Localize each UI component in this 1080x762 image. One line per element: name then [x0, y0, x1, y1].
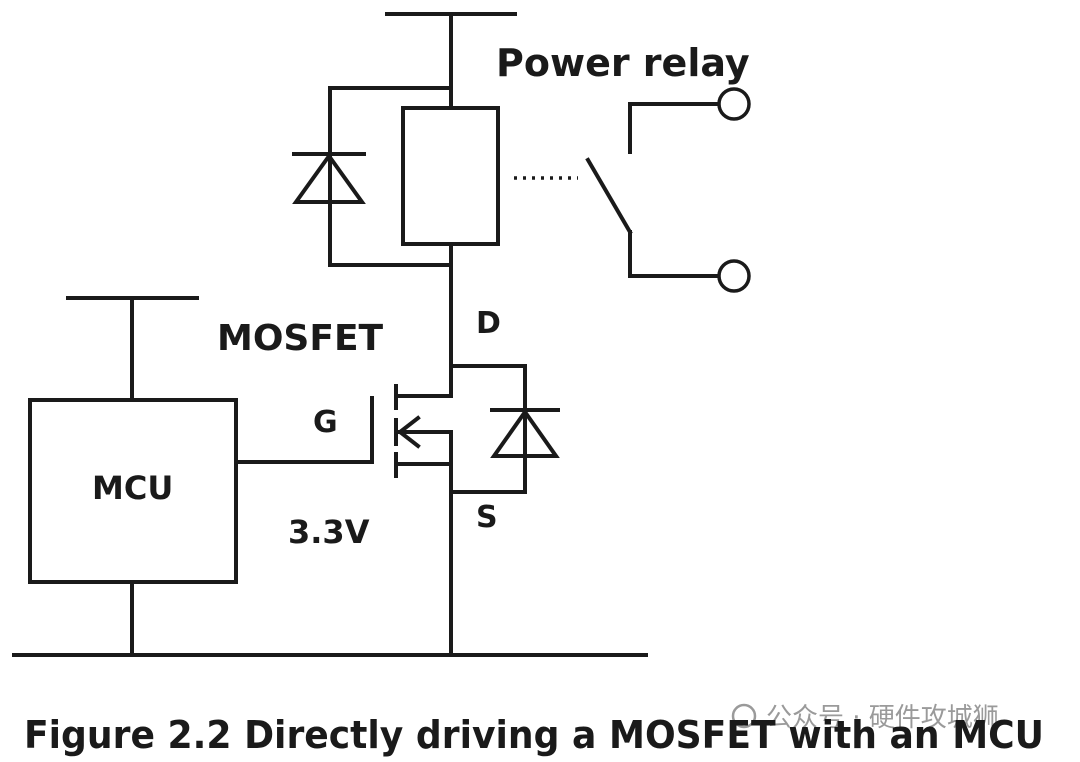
watermark-text: 公众号 · 硬件攻城狮 — [766, 703, 999, 733]
relay-contact-lower — [628, 230, 720, 278]
relay-terminal-lower — [717, 259, 751, 293]
relay-terminal-upper — [717, 87, 751, 121]
flyback-diode-triangle — [292, 152, 366, 204]
mcu-label: MCU — [92, 469, 173, 507]
source-label: S — [476, 500, 498, 535]
relay-contact-upper — [628, 102, 720, 154]
voltage-label: 3.3V — [288, 513, 370, 551]
relay-coil — [401, 106, 500, 246]
body-diode-loop — [449, 364, 527, 494]
drain-label: D — [476, 306, 501, 341]
body-diode-triangle — [490, 408, 560, 458]
body-diode — [490, 408, 560, 458]
wechat-icon — [731, 703, 757, 729]
drain-connection — [394, 388, 453, 398]
power-relay-label: Power relay — [496, 41, 750, 85]
flyback-diode — [292, 152, 366, 204]
mosfet-symbol — [370, 384, 453, 657]
body-arrow — [396, 415, 421, 449]
figure-caption: Figure 2.2 Directly driving a MOSFET wit… — [24, 713, 1044, 757]
gate-label: G — [313, 405, 338, 440]
relay-switch-arm — [585, 157, 633, 235]
mosfet-label: MOSFET — [217, 318, 384, 359]
flyback-diode-loop — [328, 86, 453, 267]
